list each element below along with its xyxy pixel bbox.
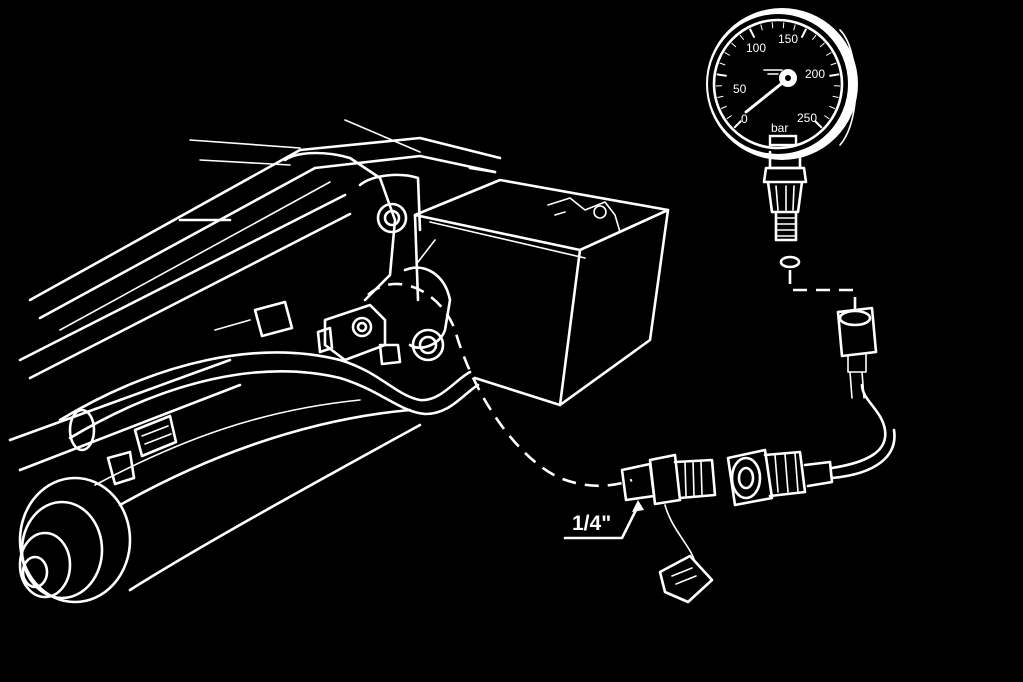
gauge-adapter (836, 306, 878, 399)
gauge-tick (811, 34, 817, 41)
gauge-tick (724, 52, 731, 56)
tank-box (413, 178, 670, 407)
boom-frame (18, 119, 502, 380)
gauge-tick (793, 24, 796, 31)
gauge-tick (733, 120, 742, 129)
gauge-scale-150: 150 (778, 32, 798, 46)
hydraulic-cylinder-upper (8, 358, 242, 486)
gauge-tick (830, 62, 837, 66)
hydraulic-cylinder-lower (18, 399, 422, 604)
gauge-tick (739, 34, 745, 41)
gauge-tick (760, 24, 763, 31)
gauge-scale-0: 0 (741, 112, 748, 126)
gauge-logo-mark (763, 69, 783, 75)
test-hose (830, 383, 896, 480)
gauge-tick (832, 95, 839, 99)
hydraulic-hose (58, 351, 480, 440)
gauge-tick (771, 22, 774, 29)
connection-lines (367, 270, 857, 488)
valve-block (214, 300, 402, 366)
gauge-tick (819, 42, 825, 48)
test-coupling (620, 453, 717, 604)
gauge-needle (744, 69, 797, 114)
gauge-tick (800, 28, 808, 39)
gauge-tick (814, 120, 823, 129)
gauge-tick (719, 62, 726, 66)
gauge-tick (829, 105, 836, 110)
gauge-tick (825, 52, 832, 56)
o-ring (779, 255, 801, 269)
quick-coupler (726, 448, 834, 507)
gauge-tick (782, 22, 785, 29)
gauge-tick (726, 115, 732, 120)
gauge-tick (716, 73, 727, 77)
gauge-tick (824, 115, 830, 120)
gauge-scale-200: 200 (805, 67, 825, 81)
gauge-scale-250: 250 (797, 111, 817, 125)
gauge-unit: bar (771, 121, 788, 135)
gauge-scale-100: 100 (746, 41, 766, 55)
gauge-scale-50: 50 (733, 82, 747, 96)
mounting-bracket (283, 151, 452, 362)
gauge-tick (731, 42, 737, 48)
gauge-tick (829, 73, 840, 77)
gauge-tick (717, 95, 724, 99)
thread-size-label: 1/4" (572, 512, 611, 535)
gauge-tick-marks (716, 22, 840, 129)
pressure-gauge: 50 100 150 200 250 0 bar (706, 8, 858, 242)
gauge-tick (748, 28, 756, 39)
gauge-unit-box (768, 134, 798, 147)
gauge-tick (720, 105, 727, 110)
thread-size-callout: 1/4" (563, 500, 644, 540)
